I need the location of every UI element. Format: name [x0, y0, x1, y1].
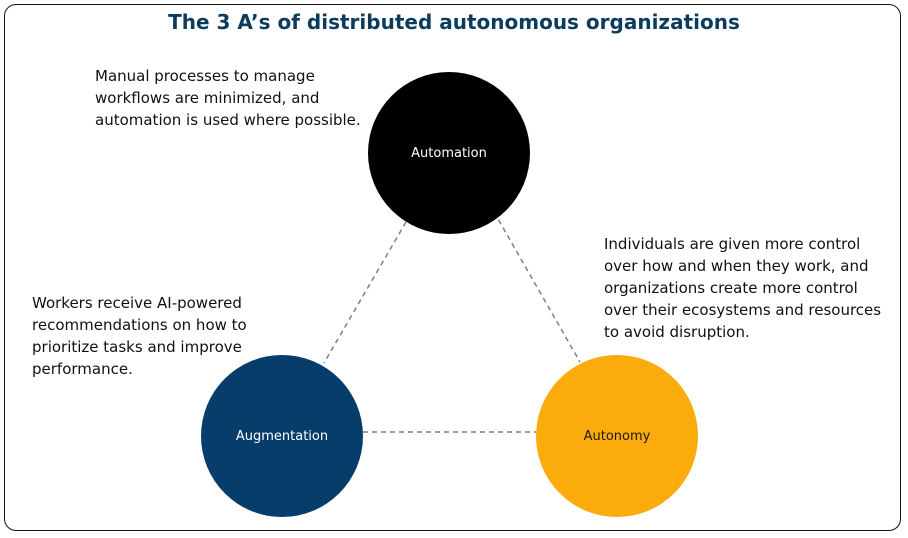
- augmentation-node: Augmentation: [201, 355, 363, 517]
- augmentation-label: Augmentation: [235, 428, 329, 444]
- autonomy-label: Autonomy: [583, 428, 651, 444]
- connector-automation-autonomy: [493, 211, 581, 363]
- autonomy-node: Autonomy: [536, 355, 698, 517]
- automation-description: Manual processes to manage workflows are…: [95, 67, 361, 129]
- augmentation-description: Workers receive AI-powered recommendatio…: [32, 294, 247, 378]
- connector-automation-augmentation: [323, 221, 407, 364]
- diagram-title: The 3 A’s of distributed autonomous orga…: [168, 10, 740, 34]
- automation-node: Automation: [368, 72, 530, 234]
- automation-label: Automation: [411, 145, 487, 161]
- autonomy-description: Individuals are given more control over …: [604, 235, 882, 341]
